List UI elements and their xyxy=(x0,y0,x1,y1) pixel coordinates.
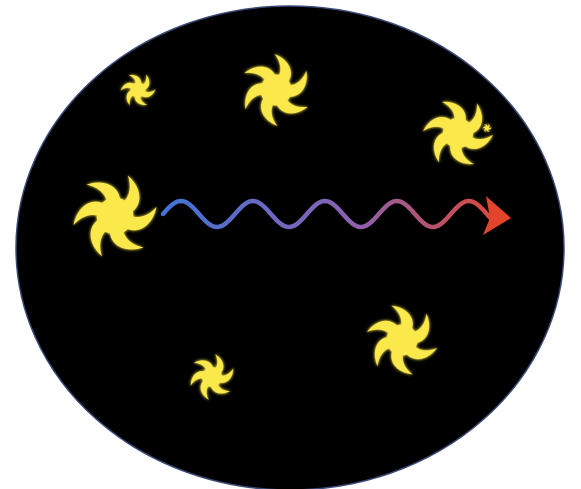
universe-diagram xyxy=(0,0,581,489)
